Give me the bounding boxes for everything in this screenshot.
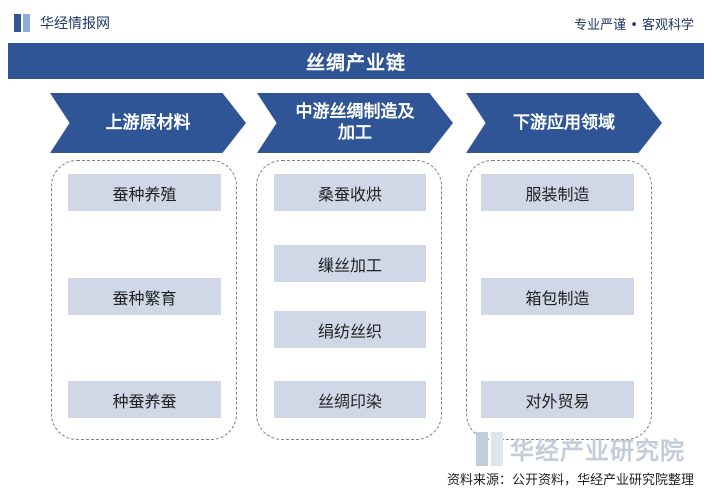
diagram-title: 丝绸产业链 [8,43,704,79]
stage-label-upstream: 上游原材料 [105,112,191,133]
slogan: 专业严谨 • 客观科学 [574,18,694,33]
watermark-text: 华经产业研究院 [510,437,685,465]
stage-label-midstream: 中游丝绸制造及加工 [295,102,415,143]
stage-box-downstream: 服装制造 箱包制造 对外贸易 [466,160,652,440]
stage-item: 缫丝加工 [274,245,426,282]
watermark: 华经产业研究院 [476,431,685,466]
stage-arrow-upstream: 上游原材料 [50,93,246,153]
stage-item: 蚕种繁育 [68,278,221,315]
stage-label-downstream: 下游应用领域 [513,112,615,133]
watermark-logo-icon [476,431,504,466]
stage-item: 对外贸易 [481,381,634,418]
stage-item: 箱包制造 [481,278,634,315]
stage-item: 种蚕养蚕 [68,381,221,418]
brand-logo-icon [14,14,32,32]
stage-item: 蚕种养殖 [68,174,221,211]
source-note: 资料来源：公开资料，华经产业研究院整理 [446,473,694,488]
stage-item: 绢纺丝织 [274,311,426,348]
stage-item: 服装制造 [481,174,634,211]
stage-arrow-midstream: 中游丝绸制造及加工 [257,93,453,153]
stage-arrow-downstream: 下游应用领域 [466,93,662,153]
stage-box-upstream: 蚕种养殖 蚕种繁育 种蚕养蚕 [51,160,237,440]
stage-item: 桑蚕收烘 [274,174,426,211]
stage-item: 丝绸印染 [274,381,426,418]
stage-box-midstream: 桑蚕收烘 缫丝加工 绢纺丝织 丝绸印染 [256,160,442,440]
brand-name: 华经情报网 [40,16,110,32]
brand-logo: 华经情报网 [14,13,110,33]
